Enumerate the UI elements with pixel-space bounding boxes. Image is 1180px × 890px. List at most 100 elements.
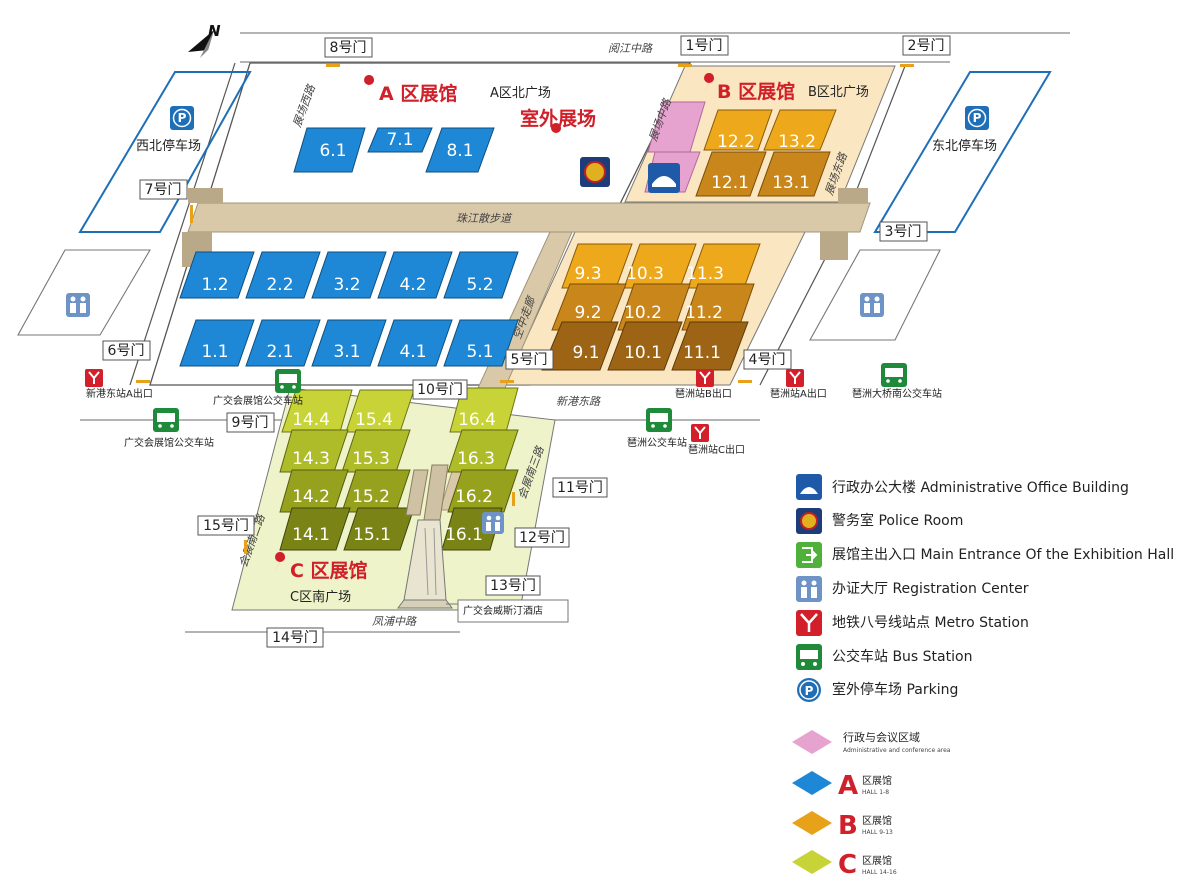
hall-label[interactable]: 5.1: [466, 342, 493, 362]
hall-label[interactable]: 10.3: [626, 264, 664, 284]
hall-label[interactable]: 14.2: [292, 487, 330, 507]
map-pin-icon: [364, 75, 375, 95]
hall-label[interactable]: 14.3: [292, 449, 330, 469]
hall-label[interactable]: 10.2: [624, 303, 662, 323]
legend-item-label: 展馆主出入口 Main Entrance Of the Exhibition H…: [832, 547, 1174, 563]
parking-northwest-label: 西北停车场: [136, 138, 201, 154]
svg-text:12号门: 12号门: [519, 530, 565, 546]
legend-admin-zh: 行政与会议区域: [843, 730, 920, 744]
svg-text:6号门: 6号门: [108, 343, 145, 359]
gate-9[interactable]: 9号门: [226, 412, 275, 433]
office-building-icon: [648, 163, 680, 193]
svg-text:2号门: 2号门: [908, 38, 945, 54]
outdoor-exhibition-label: 室外展场: [520, 107, 596, 130]
hall-label[interactable]: 9.3: [574, 264, 601, 284]
hall-label[interactable]: 15.4: [355, 410, 393, 430]
svg-text:15号门: 15号门: [203, 518, 249, 534]
hall-label[interactable]: 14.1: [292, 525, 330, 545]
area-a-swatch: [792, 771, 832, 795]
gate-4[interactable]: 4号门: [743, 349, 792, 370]
gate-7[interactable]: 7号门: [139, 179, 188, 200]
station-label: 琶洲站B出口: [675, 387, 732, 400]
hall-label[interactable]: 5.2: [466, 275, 493, 295]
svg-text:1号门: 1号门: [686, 38, 723, 54]
hall-label[interactable]: 16.4: [458, 410, 496, 430]
gate-2[interactable]: 2号门: [902, 35, 951, 56]
hall-label[interactable]: 3.1: [333, 342, 360, 362]
hall-label[interactable]: 14.4: [292, 410, 330, 430]
hall-label[interactable]: 8.1: [446, 141, 473, 161]
stairs-c: [405, 464, 449, 521]
legend-area-en: HALL 1-8: [862, 789, 889, 796]
hall-label[interactable]: 15.3: [352, 449, 390, 469]
entrance-icon: [796, 542, 822, 568]
hall-label[interactable]: 13.1: [772, 173, 810, 193]
hall-label[interactable]: 6.1: [319, 141, 346, 161]
svg-text:P: P: [805, 684, 814, 698]
gate-6[interactable]: 6号门: [102, 340, 151, 361]
hall-label[interactable]: 4.2: [399, 275, 426, 295]
hall-label[interactable]: 9.2: [574, 303, 601, 323]
bus-icon: [275, 369, 301, 393]
svg-text:5号门: 5号门: [511, 352, 548, 368]
svg-text:11号门: 11号门: [557, 480, 603, 496]
hall-label[interactable]: 12.1: [711, 173, 749, 193]
hall-label[interactable]: 2.2: [266, 275, 293, 295]
hall-label[interactable]: 13.2: [778, 132, 816, 152]
gate-11[interactable]: 11号门: [552, 477, 608, 498]
north-arrow-icon: [188, 30, 214, 58]
legend-area-zh: 区展馆: [862, 854, 892, 867]
zone-a-title: A 区展馆: [379, 82, 457, 105]
gate-13[interactable]: 13号门: [485, 575, 541, 596]
gate-10[interactable]: 10号门: [412, 379, 468, 400]
hall-label[interactable]: 7.1: [386, 130, 413, 150]
road-label: 珠江散步道: [456, 212, 513, 225]
gate-5[interactable]: 5号门: [505, 349, 554, 370]
registration-area-east: [809, 249, 941, 341]
station-label: 广交会展馆公交车站: [213, 394, 303, 407]
map-pin-icon: [551, 123, 562, 143]
hall-label[interactable]: 16.3: [457, 449, 495, 469]
hotel-label-box: [457, 599, 569, 623]
parking-icon: P: [797, 678, 821, 702]
hall-label[interactable]: 11.2: [685, 303, 723, 323]
gate-1[interactable]: 1号门: [680, 35, 729, 56]
hall-label[interactable]: 11.3: [686, 264, 724, 284]
hall-label[interactable]: 1.2: [201, 275, 228, 295]
hall-label[interactable]: 4.1: [399, 342, 426, 362]
hotel-tower-icon: [397, 519, 453, 609]
zhujiang-walkway: [187, 202, 871, 233]
zone-c-title: C 区展馆: [290, 559, 368, 582]
hall-label[interactable]: 9.1: [572, 343, 599, 363]
hall-label[interactable]: 10.1: [624, 343, 662, 363]
hall-label[interactable]: 12.2: [717, 132, 755, 152]
hall-label[interactable]: 15.1: [353, 525, 391, 545]
admin-area-swatch: [792, 730, 832, 754]
gate-14[interactable]: 14号门: [266, 627, 324, 648]
metro-icon: [696, 369, 714, 387]
legend-item-label: 警务室 Police Room: [832, 512, 963, 529]
gate-8[interactable]: 8号门: [324, 37, 373, 58]
metro-icon: [796, 610, 822, 636]
hall-label[interactable]: 3.2: [333, 275, 360, 295]
road-label: 新港东路: [556, 395, 601, 408]
registration-area-west: [17, 249, 151, 336]
zone-b-north-square: B区北广场: [808, 85, 869, 100]
police-icon: [580, 157, 610, 187]
zone-c-south-square: C区南广场: [290, 589, 351, 605]
bus-icon: [153, 408, 179, 432]
hall-label[interactable]: 2.1: [266, 342, 293, 362]
gate-12[interactable]: 12号门: [514, 527, 570, 548]
metro-icon: [85, 369, 103, 387]
bus-icon: [881, 363, 907, 387]
hall-label[interactable]: 11.1: [683, 343, 721, 363]
registration-icon: [860, 293, 884, 317]
hall-label[interactable]: 1.1: [201, 342, 228, 362]
gate-15[interactable]: 15号门: [197, 515, 255, 536]
parking-northwest-outline: [78, 71, 252, 233]
gate-3[interactable]: 3号门: [879, 221, 928, 242]
hall-label[interactable]: 15.2: [352, 487, 390, 507]
hall-label[interactable]: 16.2: [455, 487, 493, 507]
hall-label[interactable]: 16.1: [445, 525, 483, 545]
